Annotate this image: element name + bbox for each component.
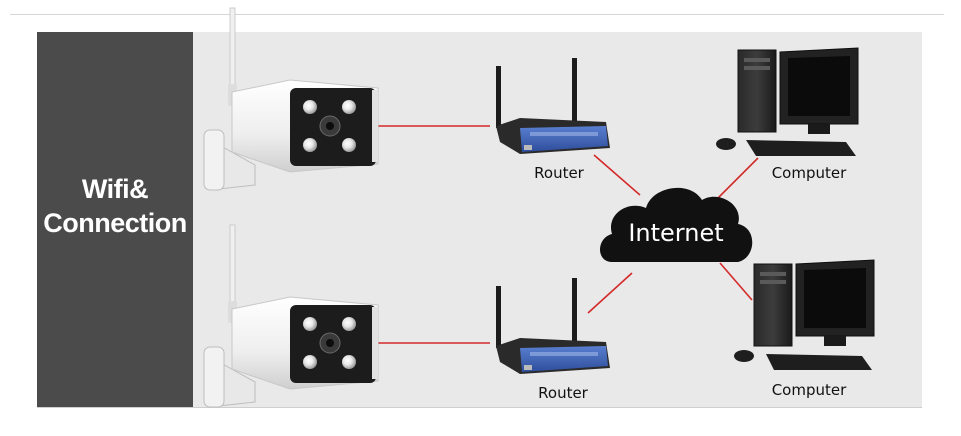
side-title: Wifi& Connection (37, 172, 193, 240)
side-title-line-1: Wifi& (81, 174, 149, 204)
router-2 (496, 278, 610, 374)
computer-2-label: Computer (772, 381, 847, 399)
link-router2-internet (587, 272, 633, 314)
internet-cloud: Internet (600, 187, 753, 262)
camera-2 (203, 224, 379, 408)
computer-1 (716, 47, 859, 156)
router-2-label: Router (538, 384, 589, 402)
bottom-divider (37, 407, 922, 408)
router-1-label: Router (534, 164, 585, 182)
link-internet-computer1 (717, 157, 759, 199)
link-internet-computer2 (719, 262, 753, 301)
side-panel: Wifi& Connection (37, 32, 193, 407)
connection-lines (375, 125, 759, 344)
link-router1-internet (593, 154, 641, 196)
computer-2 (734, 259, 875, 370)
internet-label: Internet (628, 219, 723, 247)
router-1 (496, 58, 610, 154)
computer-1-label: Computer (772, 164, 847, 182)
top-divider (10, 14, 944, 15)
camera-1 (203, 7, 379, 191)
side-title-line-2: Connection (43, 208, 187, 238)
